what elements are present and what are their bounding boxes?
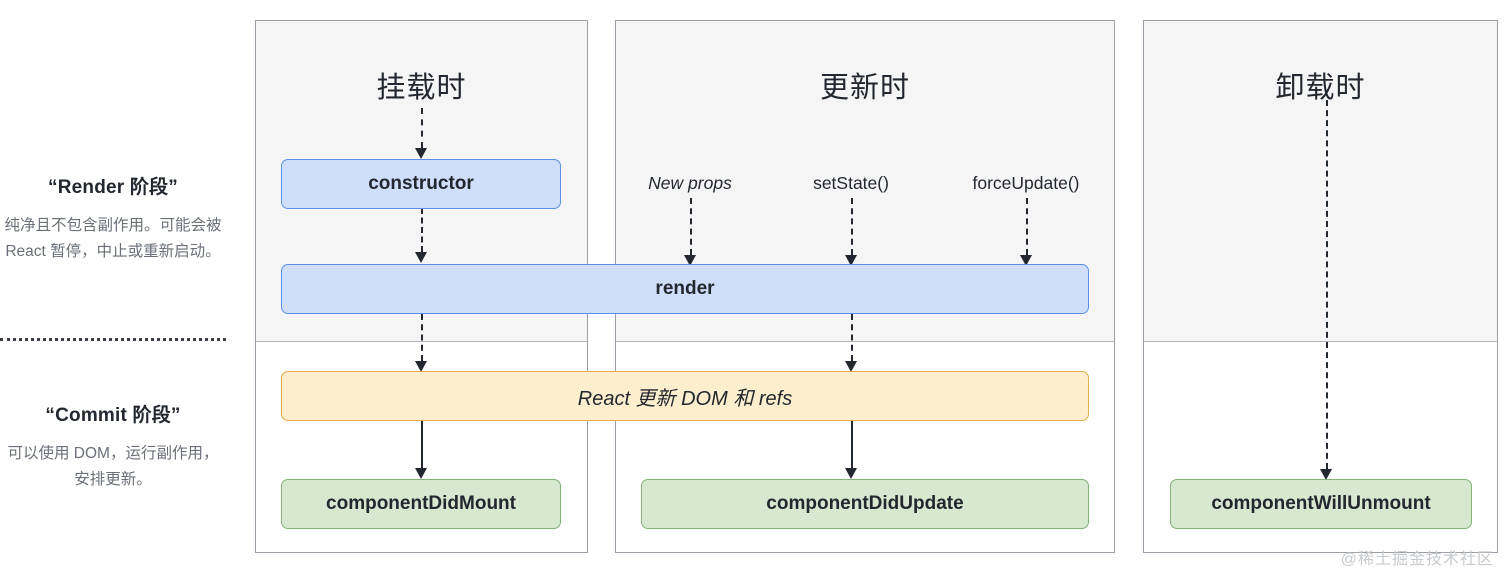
- node-react-updates-dom-and-refs[interactable]: React 更新 DOM 和 refs: [281, 371, 1089, 421]
- node-constructor[interactable]: constructor: [281, 159, 561, 209]
- watermark: @稀土掘金技术社区: [1340, 551, 1494, 568]
- panel-updating-title: 更新时: [819, 72, 910, 104]
- node-render[interactable]: render: [281, 264, 1089, 314]
- legend-commit-phase: “Commit 阶段” 可以使用 DOM，运行副作用，安排更新。: [0, 404, 226, 494]
- panel-unmounting-title: 卸载时: [1275, 72, 1366, 104]
- phase-divider-dotted: [0, 338, 226, 341]
- panel-unmounting: 卸载时: [1143, 20, 1498, 553]
- trigger-set-state: setState(): [813, 173, 889, 193]
- trigger-new-props: New props: [648, 173, 732, 193]
- legend-render-phase: “Render 阶段” 纯净且不包含副作用。可能会被 React 暂停，中止或重…: [0, 176, 226, 266]
- trigger-force-update: forceUpdate(): [972, 173, 1080, 193]
- node-component-will-unmount[interactable]: componentWillUnmount: [1170, 479, 1472, 529]
- legend-commit-phase-description: 可以使用 DOM，运行副作用，安排更新。: [7, 444, 219, 489]
- legend-render-phase-description: 纯净且不包含副作用。可能会被 React 暂停，中止或重新启动。: [4, 216, 222, 261]
- panel-mounting-title: 挂载时: [376, 72, 467, 104]
- node-component-did-update[interactable]: componentDidUpdate: [641, 479, 1089, 529]
- node-component-did-mount[interactable]: componentDidMount: [281, 479, 561, 529]
- legend-render-phase-title: “Render 阶段”: [48, 177, 178, 198]
- legend-commit-phase-title: “Commit 阶段”: [45, 405, 181, 426]
- panel-unmounting-render-region: [1144, 21, 1497, 342]
